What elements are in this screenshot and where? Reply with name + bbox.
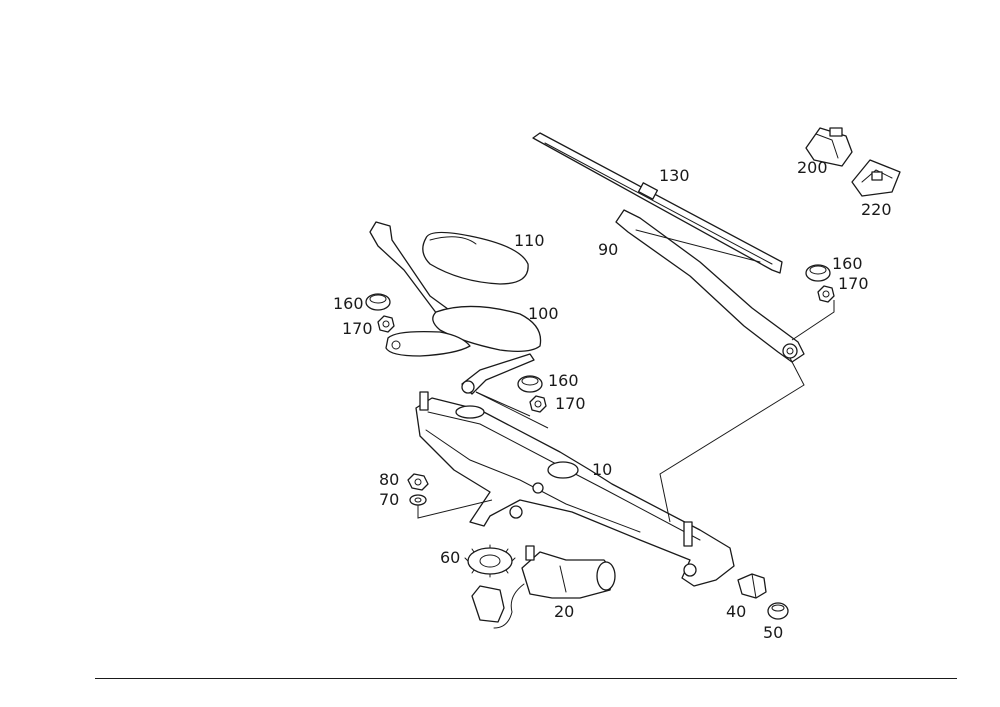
callout-80: 80 (379, 470, 400, 489)
callout-70: 70 (379, 490, 400, 509)
leader-lines (417, 300, 835, 523)
part-10-wiper-linkage (415, 391, 735, 587)
part-110-cover (422, 231, 529, 285)
callout-110: 110 (514, 231, 545, 250)
callout-10: 10 (592, 460, 613, 479)
callout-20: 20 (554, 602, 575, 621)
callout-100: 100 (528, 304, 559, 323)
part-70-washer (409, 494, 427, 506)
callout-170-mid: 170 (555, 394, 586, 413)
part-170-nut-right (817, 285, 835, 303)
callout-160-left: 160 (333, 294, 364, 313)
part-160-grommet-left (365, 293, 391, 311)
callout-50: 50 (763, 623, 784, 642)
part-50-cap (767, 602, 789, 620)
part-220-adapter (851, 159, 901, 197)
callout-130: 130 (659, 166, 690, 185)
part-60-seal-ring (464, 544, 516, 578)
part-160-grommet-mid (517, 375, 543, 393)
part-200-clip (805, 127, 853, 167)
callout-170-left: 170 (342, 319, 373, 338)
callout-200: 200 (797, 158, 828, 177)
callout-160-mid: 160 (548, 371, 579, 390)
callout-160-right: 160 (832, 254, 863, 273)
callout-170-right: 170 (838, 274, 869, 293)
callout-60: 60 (440, 548, 461, 567)
part-90-wiper-arm-right (615, 209, 805, 363)
part-170-nut-mid (529, 395, 547, 413)
callout-90: 90 (598, 240, 619, 259)
part-100-wiper-arm-left (369, 221, 542, 395)
part-20-wiper-motor (471, 545, 616, 629)
callout-220: 220 (861, 200, 892, 219)
part-130-wiper-blade (532, 132, 783, 274)
part-160-grommet-right (805, 264, 831, 282)
part-40-bolt (737, 573, 767, 599)
part-80-nut (407, 473, 429, 491)
page-bottom-rule (95, 678, 957, 679)
callout-40: 40 (726, 602, 747, 621)
part-170-nut-left (377, 315, 395, 333)
